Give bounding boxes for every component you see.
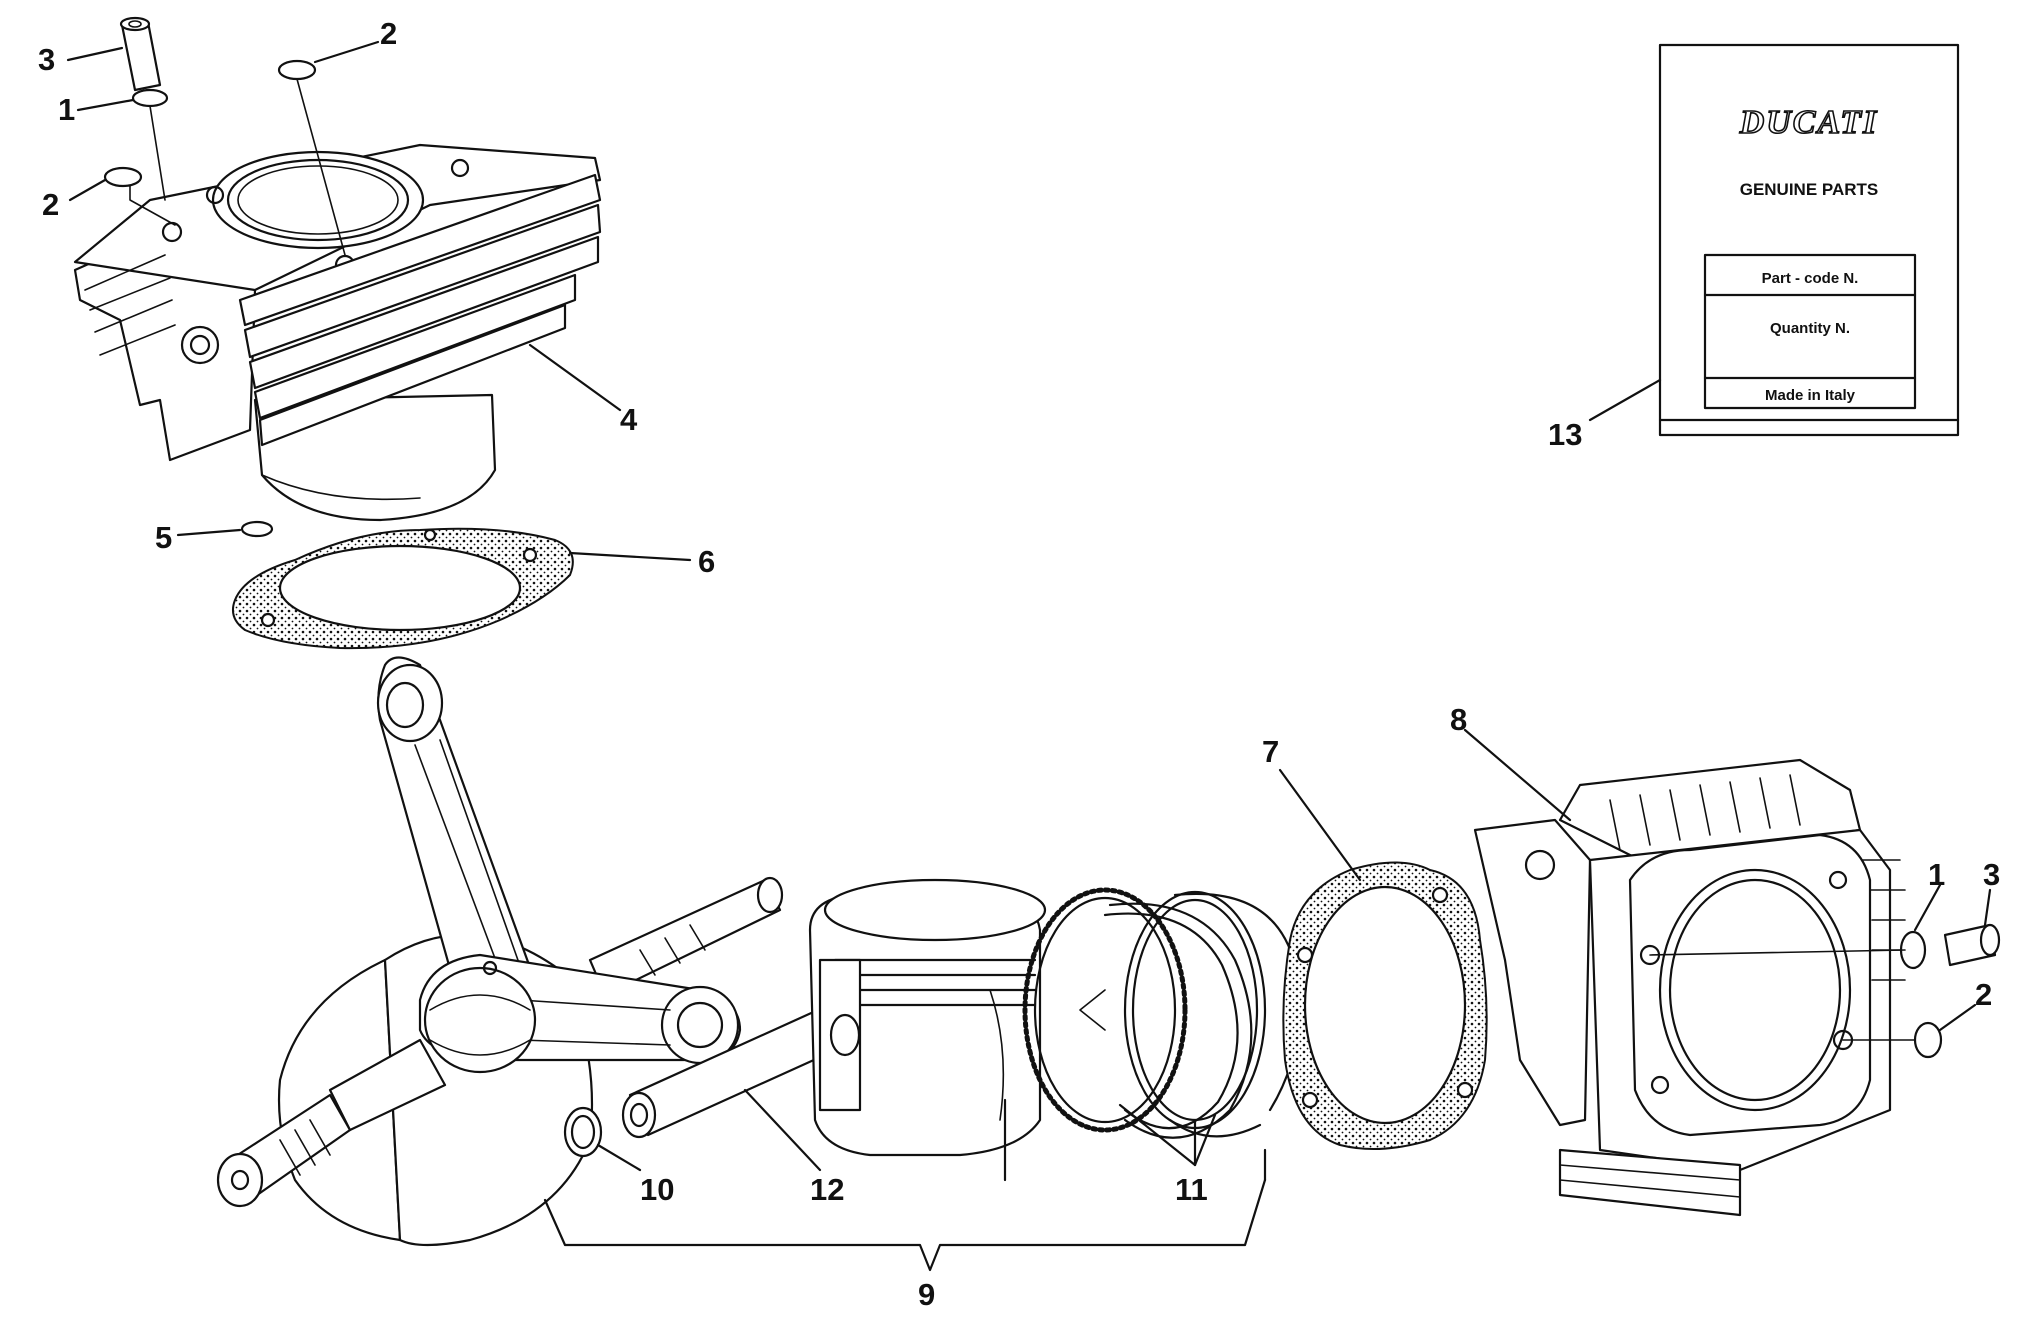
callout-13: 13 bbox=[1548, 417, 1582, 452]
callout-12: 12 bbox=[810, 1172, 844, 1207]
callout-1-right: 1 bbox=[1928, 857, 1945, 892]
label-part-code: Part - code N. bbox=[1762, 270, 1859, 287]
label-origin: Made in Italy bbox=[1765, 387, 1856, 404]
o-ring-1-top bbox=[131, 88, 169, 108]
callout-1-top: 1 bbox=[58, 92, 75, 127]
o-ring-2-top-right bbox=[277, 59, 317, 81]
callout-9: 9 bbox=[918, 1277, 935, 1312]
dowel-3-right bbox=[1943, 923, 2001, 967]
leader-lines bbox=[66, 40, 1992, 1272]
callout-10: 10 bbox=[640, 1172, 674, 1207]
callout-2-right: 2 bbox=[1975, 977, 1992, 1012]
callout-numbers: 3 1 2 2 4 5 6 7 8 9 10 11 12 13 1 3 2 bbox=[38, 16, 2000, 1312]
callout-11: 11 bbox=[1175, 1172, 1208, 1207]
callout-5: 5 bbox=[155, 520, 172, 555]
callout-3-right: 3 bbox=[1983, 857, 2000, 892]
callout-6: 6 bbox=[698, 544, 715, 579]
callout-4: 4 bbox=[620, 402, 638, 437]
label-brand: DUCATI bbox=[1739, 104, 1879, 141]
callout-7: 7 bbox=[1262, 734, 1279, 769]
head-gasket bbox=[1282, 861, 1488, 1150]
callout-2-top-left: 2 bbox=[42, 187, 59, 222]
base-gasket bbox=[232, 527, 574, 650]
cylinder-head-right bbox=[1473, 758, 1906, 1217]
dowel-3-top bbox=[119, 16, 162, 92]
o-ring-2-right bbox=[1913, 1021, 1943, 1059]
piston-rings bbox=[1022, 887, 1301, 1139]
label-quantity: Quantity N. bbox=[1770, 320, 1850, 337]
o-ring-2-top-left bbox=[103, 166, 143, 188]
crankshaft-assembly bbox=[216, 656, 784, 1247]
cylinder-barrel bbox=[73, 143, 602, 522]
o-ring-5 bbox=[240, 520, 274, 538]
circlip-10 bbox=[563, 1106, 603, 1158]
callout-2-top-right: 2 bbox=[380, 16, 397, 51]
label-subtitle: GENUINE PARTS bbox=[1740, 180, 1879, 199]
genuine-parts-label: DUCATI GENUINE PARTS Part - code N. Quan… bbox=[1658, 43, 1960, 437]
piston bbox=[808, 878, 1047, 1157]
callout-8: 8 bbox=[1450, 702, 1467, 737]
callout-3-top: 3 bbox=[38, 42, 55, 77]
